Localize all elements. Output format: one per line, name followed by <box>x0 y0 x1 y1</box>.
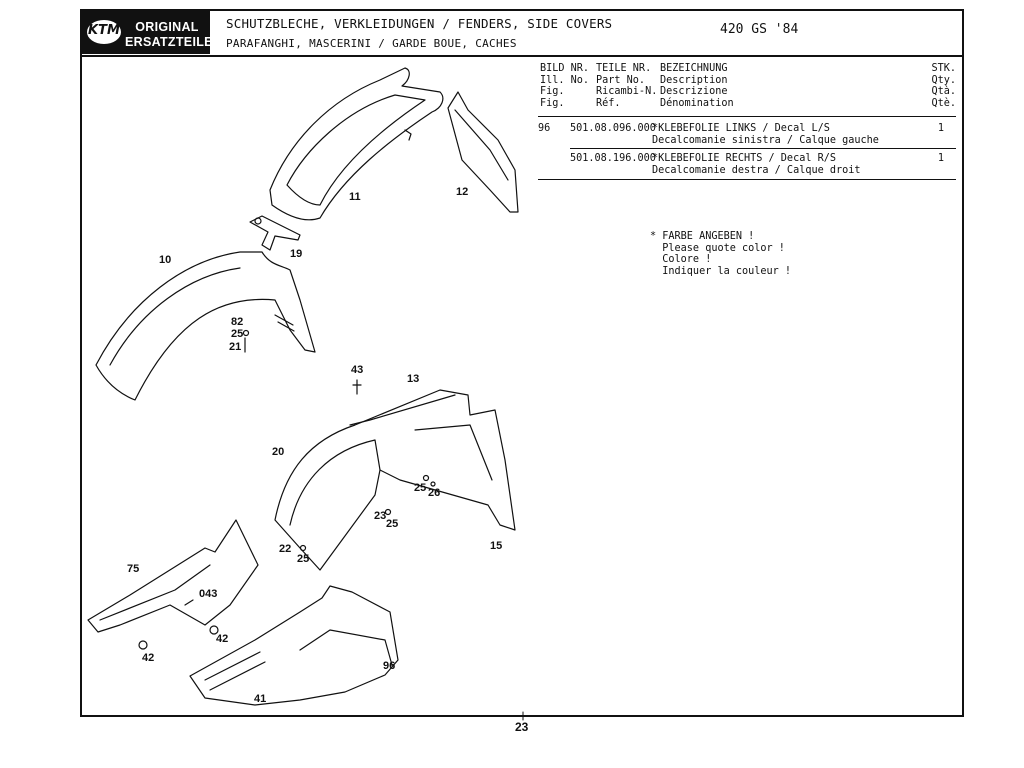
callout-label: 043 <box>199 588 218 600</box>
header-row-fr: Fig. Réf. Dénomination Qtè. <box>538 98 956 110</box>
parts-table-header: BILD NR. TEILE NR. BEZEICHNUNG STK. Ill.… <box>538 63 956 109</box>
table-rule <box>538 179 956 180</box>
callout-label: 25 <box>386 518 399 530</box>
ktm-logo: KTM ORIGINAL ERSATZTEILE <box>81 10 213 54</box>
part-number: 501.08.196.000 <box>570 153 656 164</box>
callout-label: 42 <box>216 633 229 645</box>
page-frame <box>80 9 964 717</box>
callout-label: 13 <box>407 373 420 385</box>
page-number: 23 <box>515 720 529 734</box>
col-fig-label: Fig. <box>540 86 565 97</box>
part-19-bracket <box>249 215 301 251</box>
page-subtitle: PARAFANGHI, MASCERINI / GARDE BOUE, CACH… <box>226 37 517 50</box>
callout-label: 25 <box>297 553 310 565</box>
callout-label: 75 <box>127 563 140 575</box>
col-part-label: Part No. <box>596 74 646 86</box>
page-title: SCHUTZBLECHE, VERKLEIDUNGEN / FENDERS, S… <box>226 16 613 31</box>
header-row-de: BILD NR. TEILE NR. BEZEICHNUNG STK. <box>538 63 956 75</box>
col-desc-label: Descrizione <box>660 86 728 97</box>
col-fig-label: Ill. No. <box>540 74 590 86</box>
part-description-alt: Decalcomanie destra / Calque droit <box>652 164 861 176</box>
part-qty: 1 <box>937 153 944 164</box>
col-qty-label: Qtà. <box>931 86 956 97</box>
callout-label: 22 <box>279 543 292 555</box>
part-10-front-fender <box>95 251 316 401</box>
col-fig-label: Fig. <box>540 97 565 109</box>
header-row-it: Fig. Ricambi-N. Descrizione Qtà. <box>538 86 956 98</box>
col-part-label: Réf. <box>596 97 621 109</box>
col-part-label: Ricambi-N. <box>596 86 658 97</box>
table-rule <box>538 116 956 117</box>
part-qty: 1 <box>937 123 944 134</box>
col-qty-label: Qtè. <box>931 97 956 109</box>
header-row-en: Ill. No. Part No. Description Qty. <box>538 75 956 87</box>
table-rule <box>570 148 956 149</box>
callout-label: 10 <box>159 254 172 266</box>
callout-label: 12 <box>456 186 469 198</box>
part-12-side-panel <box>447 91 519 213</box>
fig-number: 96 <box>538 123 551 134</box>
callout-label: 25 <box>414 482 427 494</box>
small-hardware <box>138 329 436 650</box>
part-description: *KLEBEFOLIE RECHTS / Decal R/S <box>652 153 837 164</box>
part-number: 501.08.096.000 <box>570 123 656 134</box>
ktm-mark: KTM <box>88 23 120 38</box>
callout-label: 41 <box>254 693 267 705</box>
col-qty-label: Qty. <box>931 74 956 86</box>
callout-label: 21 <box>229 341 242 353</box>
logo-line-1: ORIGINAL <box>135 20 199 34</box>
callout-label: 20 <box>272 446 285 458</box>
col-qty-label: STK. <box>931 63 956 74</box>
callout-label: 26 <box>428 487 441 499</box>
part-description-alt: Decalcomanie sinistra / Calque gauche <box>652 134 879 146</box>
col-desc-label: Description <box>660 74 728 86</box>
callout-label: 25 <box>231 328 244 340</box>
callout-label: 19 <box>290 248 303 260</box>
col-fig-label: BILD NR. <box>540 63 590 74</box>
callout-label: 82 <box>231 316 244 328</box>
callout-label: 15 <box>490 540 503 552</box>
part-13-20-15-rear-cover <box>274 389 516 571</box>
col-part-label: TEILE NR. <box>596 63 652 74</box>
callout-label: 42 <box>142 652 155 664</box>
callout-label: 11 <box>349 191 361 203</box>
callout-label: 96 <box>383 660 396 672</box>
col-desc-label: Dénomination <box>660 97 734 109</box>
part-11-rear-fender <box>269 67 444 221</box>
part-75-left-cover <box>87 519 259 633</box>
logo-line-2: ERSATZTEILE <box>125 35 213 49</box>
callout-label: 43 <box>351 364 364 376</box>
part-41-96-right-cover <box>189 585 399 706</box>
callout-label: 23 <box>374 510 387 522</box>
color-note: * FARBE ANGEBEN ! Please quote color ! C… <box>650 231 792 277</box>
header-divider <box>80 55 964 57</box>
ktm-oval-icon <box>87 20 121 44</box>
col-desc-label: BEZEICHNUNG <box>660 63 728 74</box>
model-name: 420 GS '84 <box>720 22 799 37</box>
part-description: *KLEBEFOLIE LINKS / Decal L/S <box>652 123 830 134</box>
